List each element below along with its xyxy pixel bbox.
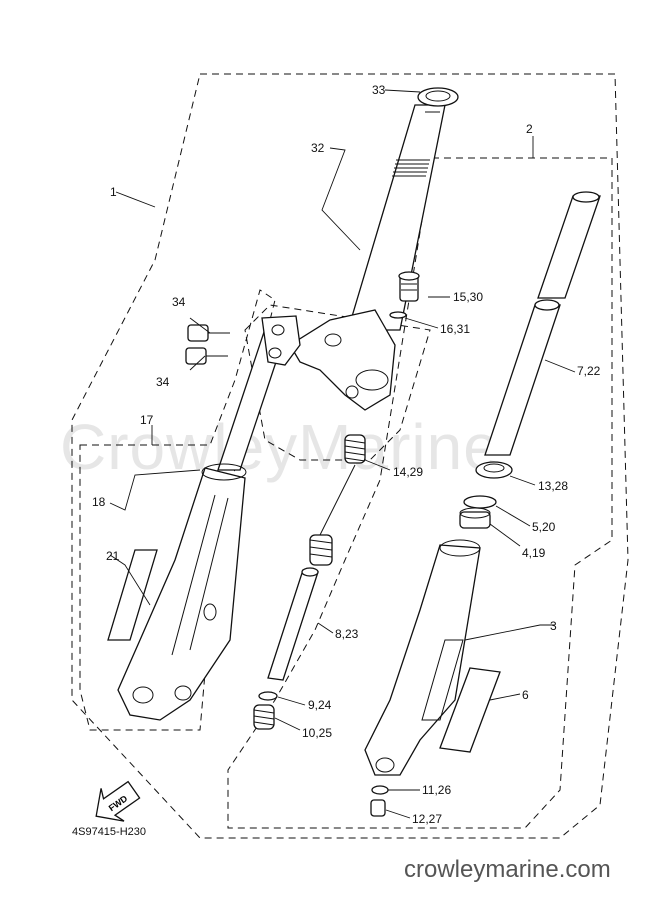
callout-10-25: 10,25 xyxy=(302,726,332,740)
callout-16-31: 16,31 xyxy=(440,322,470,336)
leader-lines xyxy=(109,89,576,819)
fork-spring-upper xyxy=(344,434,366,464)
outer-tube-right xyxy=(364,539,481,776)
steering-stem xyxy=(289,104,446,411)
callout-18: 18 xyxy=(92,495,106,509)
callout-34-lower: 34 xyxy=(156,375,170,389)
assembly-outline-2 xyxy=(227,157,613,829)
fork-guard-left xyxy=(107,549,158,641)
cap-bolt xyxy=(398,271,420,302)
snap-ring xyxy=(463,495,497,509)
left-fork-leg xyxy=(117,315,301,721)
drain-washer xyxy=(371,785,389,795)
drain-bolt xyxy=(370,799,386,817)
callout-14-29: 14,29 xyxy=(393,465,423,479)
callout-34-upper: 34 xyxy=(172,295,186,309)
spring-rod xyxy=(319,464,356,536)
fork-guard-right xyxy=(439,667,501,753)
callout-21: 21 xyxy=(106,549,120,563)
assembly-outline-1 xyxy=(71,73,629,839)
callout-6: 6 xyxy=(522,688,529,702)
site-url[interactable]: crowleymarine.com xyxy=(404,856,611,883)
callout-8-23: 8,23 xyxy=(335,627,359,641)
callout-11-26: 11,26 xyxy=(422,783,451,797)
damper-rod xyxy=(267,567,319,681)
callout-9-24: 9,24 xyxy=(308,698,332,712)
callout-1: 1 xyxy=(110,185,117,199)
callout-3: 3 xyxy=(550,619,557,633)
callout-5-20: 5,20 xyxy=(532,520,556,534)
callout-32: 32 xyxy=(311,141,325,155)
steering-nut xyxy=(417,87,459,107)
washer xyxy=(258,691,278,701)
callout-2: 2 xyxy=(526,122,533,136)
rebound-spring xyxy=(253,704,275,730)
fwd-arrow-icon: FWD xyxy=(95,780,141,822)
oil-seal xyxy=(475,461,513,479)
inner-tube xyxy=(484,191,601,456)
drawing-code: 4S97415-H230 xyxy=(72,826,147,838)
assembly-outline-under-bracket xyxy=(244,304,431,461)
o-ring xyxy=(389,311,407,319)
callout-4-19: 4,19 xyxy=(522,546,546,560)
callout-7-22: 7,22 xyxy=(577,364,601,378)
fork-spring-mid xyxy=(309,534,333,566)
callout-15-30: 15,30 xyxy=(453,290,483,304)
callout-33: 33 xyxy=(372,83,386,97)
callout-12-27: 12,27 xyxy=(412,812,442,826)
bushing xyxy=(459,507,491,529)
callout-17: 17 xyxy=(140,413,154,427)
pinch-bolt-lower xyxy=(185,347,228,365)
callout-13-28: 13,28 xyxy=(538,479,568,493)
pinch-bolt-upper xyxy=(187,324,230,342)
